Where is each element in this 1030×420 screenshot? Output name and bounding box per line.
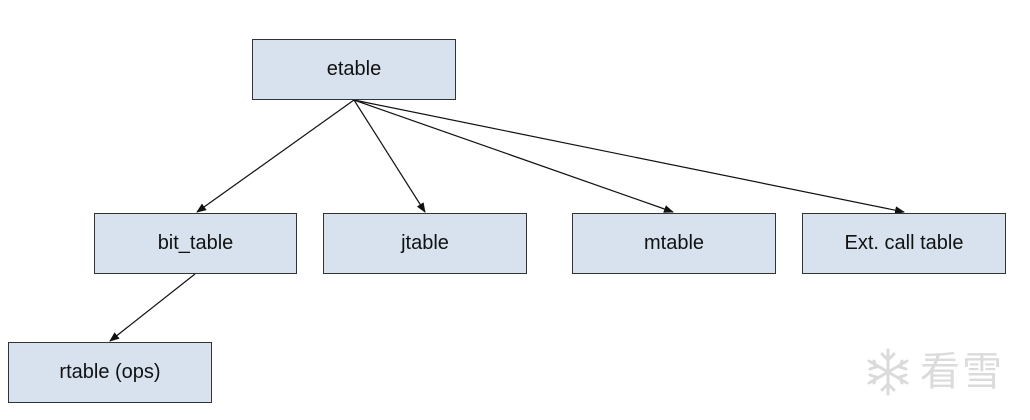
node-rtable: rtable (ops) [8, 342, 212, 403]
node-bit-table: bit_table [94, 213, 297, 274]
snowflake-icon [867, 348, 909, 396]
edge-etable-to-bit-table [196, 99, 355, 213]
edge-etable-to-ext-call-table [353, 99, 905, 215]
node-ext-call-table: Ext. call table [802, 213, 1006, 274]
edge-etable-to-mtable [353, 99, 674, 213]
watermark: 看雪 [862, 346, 1004, 398]
node-mtable: mtable [572, 213, 776, 274]
node-etable: etable [252, 39, 456, 100]
edge-etable-to-jtable [353, 99, 426, 213]
node-jtable: jtable [323, 213, 527, 274]
edge-bit-table-to-rtable [109, 273, 196, 342]
watermark-text: 看雪 [920, 349, 1004, 395]
